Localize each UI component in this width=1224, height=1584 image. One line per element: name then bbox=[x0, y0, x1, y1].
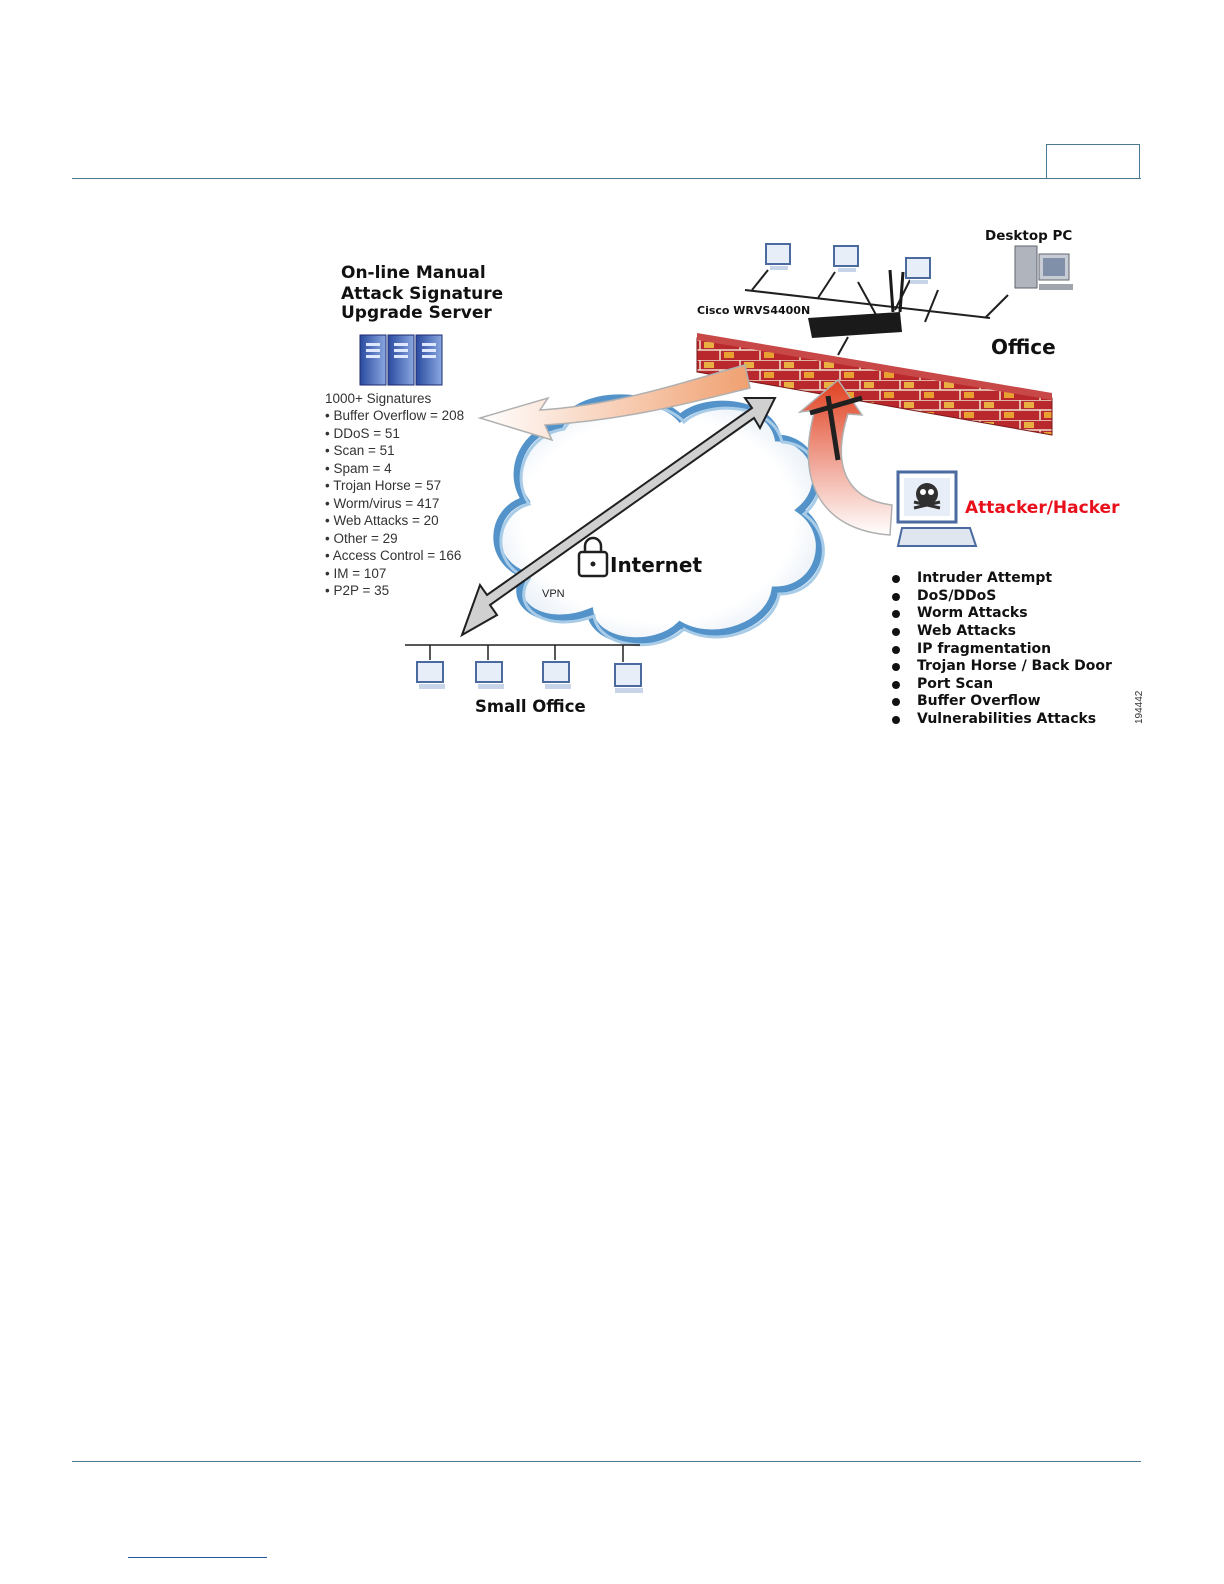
signature-item: • Spam = 4 bbox=[325, 461, 392, 476]
header-rule bbox=[72, 178, 1141, 179]
signature-item: • Access Control = 166 bbox=[325, 548, 461, 563]
router-label: Cisco WRVS4400N bbox=[697, 304, 810, 317]
signature-item: • P2P = 35 bbox=[325, 583, 389, 598]
small-office-pc-icons bbox=[416, 661, 643, 693]
attacker-computer-icon bbox=[896, 470, 978, 547]
server-title-line: Upgrade Server bbox=[341, 303, 492, 323]
threat-item: Trojan Horse / Back Door bbox=[917, 658, 1112, 674]
vpn-tunnel-arrow bbox=[460, 397, 777, 638]
header-tab-box bbox=[1046, 144, 1140, 178]
signature-item: • Web Attacks = 20 bbox=[325, 513, 439, 528]
server-title: On-line Manual Attack Signature Upgrade … bbox=[341, 263, 503, 323]
threat-item: Port Scan bbox=[917, 676, 993, 692]
signature-item: • DDoS = 51 bbox=[325, 426, 400, 441]
signature-item: • Worm/virus = 417 bbox=[325, 496, 439, 511]
attacker-label: Attacker/Hacker bbox=[965, 498, 1120, 518]
figure-id: 194442 bbox=[1134, 690, 1145, 724]
internet-cloud bbox=[493, 394, 825, 647]
threat-bullet-icons bbox=[892, 575, 900, 724]
blocked-attack-arrow bbox=[797, 378, 893, 536]
vpn-label: VPN bbox=[542, 588, 565, 600]
server-title-line: On-line Manual bbox=[341, 263, 486, 283]
lock-icon bbox=[577, 536, 609, 578]
threat-item: Vulnerabilities Attacks bbox=[917, 711, 1096, 727]
small-office-label: Small Office bbox=[475, 697, 586, 716]
threat-item: Worm Attacks bbox=[917, 605, 1028, 621]
small-office-lan bbox=[405, 644, 640, 662]
server-icon bbox=[359, 334, 443, 386]
internet-label: Internet bbox=[610, 553, 702, 577]
threat-item: IP fragmentation bbox=[917, 641, 1051, 657]
desktop-pc-label: Desktop PC bbox=[985, 228, 1072, 244]
threat-item: DoS/DDoS bbox=[917, 588, 996, 604]
signatures-heading: 1000+ Signatures bbox=[325, 391, 431, 406]
signature-list: 1000+ Signatures • Buffer Overflow = 208… bbox=[325, 391, 464, 598]
router-icon bbox=[808, 269, 905, 338]
firewall-wall bbox=[696, 333, 1053, 436]
threat-item: Intruder Attempt bbox=[917, 570, 1052, 586]
threat-item: Buffer Overflow bbox=[917, 693, 1041, 709]
signature-item: • Scan = 51 bbox=[325, 443, 395, 458]
signature-item: • Other = 29 bbox=[325, 531, 398, 546]
signature-upgrade-arrow bbox=[477, 364, 751, 442]
footer-rule bbox=[72, 1461, 1141, 1462]
signature-item: • Buffer Overflow = 208 bbox=[325, 408, 464, 423]
signature-item: • Trojan Horse = 57 bbox=[325, 478, 441, 493]
server-title-line: Attack Signature bbox=[341, 284, 503, 304]
threat-item: Web Attacks bbox=[917, 623, 1016, 639]
threat-list: Intruder Attempt DoS/DDoS Worm Attacks W… bbox=[892, 570, 1112, 727]
desktop-pc-icon bbox=[1014, 245, 1073, 290]
office-label: Office bbox=[991, 335, 1056, 359]
footer-link-underline[interactable] bbox=[128, 1557, 267, 1558]
signature-item: • IM = 107 bbox=[325, 566, 386, 581]
office-pc-icons bbox=[765, 243, 931, 284]
